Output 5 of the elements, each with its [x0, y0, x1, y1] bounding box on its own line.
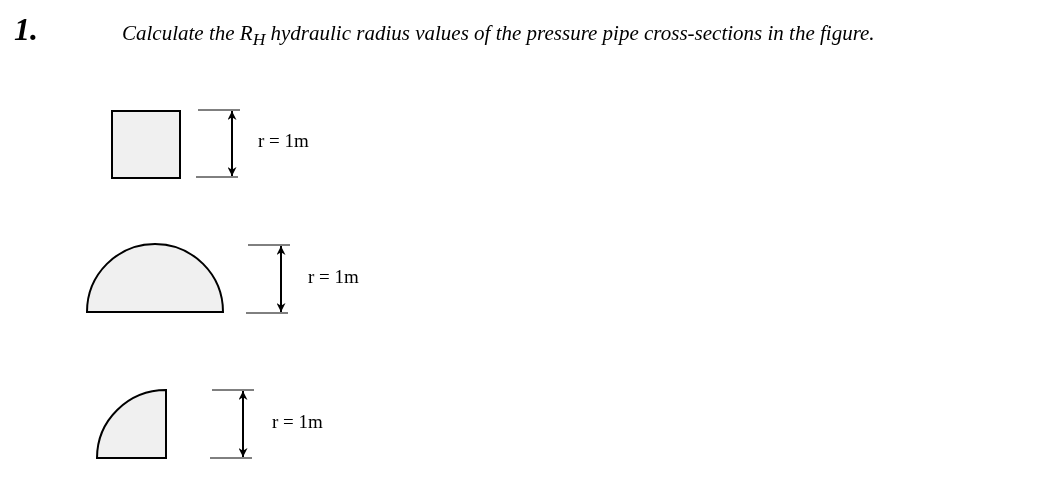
dimension-label: r = 1m — [258, 131, 309, 152]
question-text: Calculate the R$_{H}$ hydraulic radius values of the pressure pipe cross-sections in the figure. — [122, 22, 875, 50]
dimension-label: r = 1m — [308, 267, 359, 288]
dimension-label: r = 1m — [272, 412, 323, 433]
question-number: 1. — [14, 12, 38, 48]
